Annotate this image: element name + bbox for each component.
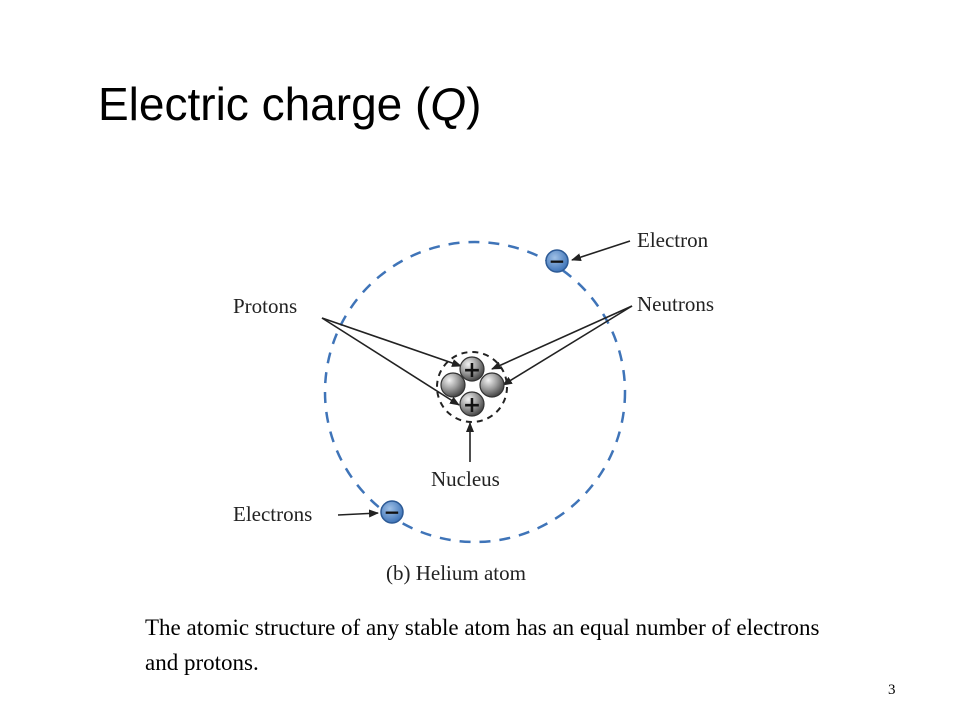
electron-bottom-sign: − [384, 500, 401, 524]
body-text: The atomic structure of any stable atom … [145, 615, 820, 675]
label-nucleus: Nucleus [431, 467, 500, 491]
label-protons: Protons [233, 294, 297, 318]
electron-pointer [571, 240, 631, 261]
page-number: 3 [888, 682, 896, 698]
protons-pointer-top [321, 317, 462, 367]
label-electrons: Electrons [233, 502, 312, 526]
figure-caption: (b) Helium atom [386, 561, 526, 585]
electrons-pointer [337, 509, 379, 518]
slide-title: Electric charge (Q) [98, 78, 481, 131]
label-neutrons: Neutrons [637, 292, 714, 316]
proton-bottom: + [459, 391, 485, 418]
electron-top-sign: − [549, 249, 566, 273]
title-suffix: ) [466, 78, 482, 130]
protons-pointer-bottom [321, 317, 460, 406]
label-electron: Electron [637, 228, 709, 252]
neutron-right [479, 372, 505, 398]
electron-orbit [323, 240, 627, 544]
label-pointers [321, 240, 633, 518]
title-symbol: Q [430, 78, 467, 130]
nucleus-boundary [436, 351, 508, 423]
proton-top-sign: + [463, 358, 481, 383]
neutrons-pointer-bottom [502, 305, 633, 386]
proton-top: + [459, 356, 485, 383]
neutrons-pointer-top [491, 305, 633, 370]
title-prefix: Electric charge ( [98, 78, 431, 130]
nucleons: + + [440, 356, 505, 418]
proton-bottom-sign: + [463, 393, 481, 418]
electron-bottom: − [380, 500, 404, 524]
neutron-left [440, 372, 466, 398]
electron-top: − [545, 249, 569, 273]
